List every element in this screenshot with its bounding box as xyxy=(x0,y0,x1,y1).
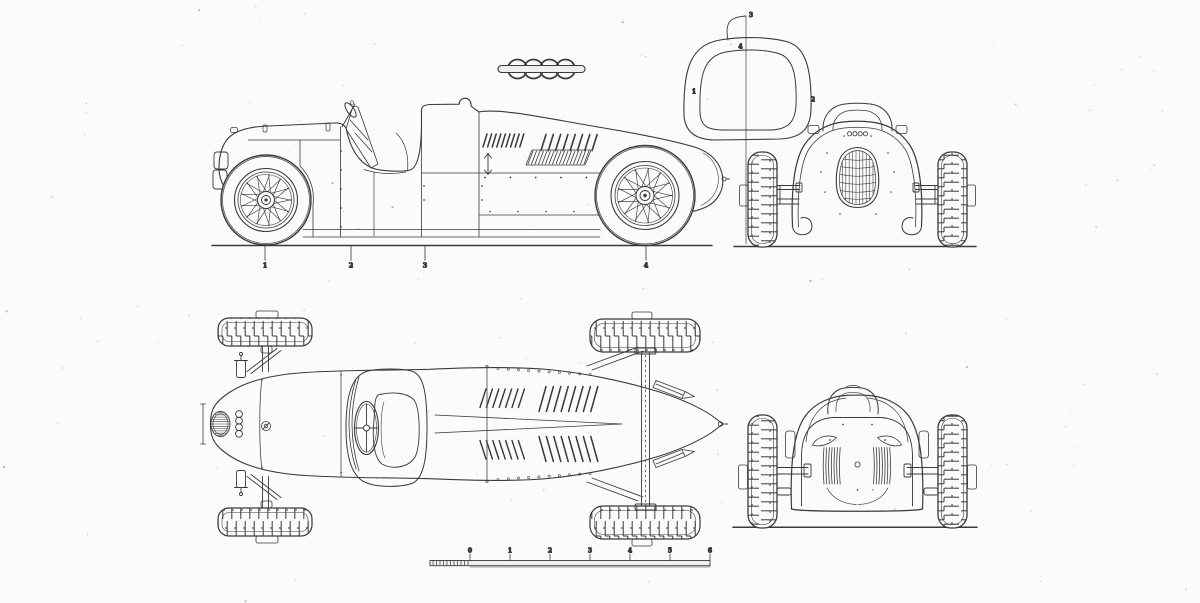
side-ref-label-4: 4 xyxy=(644,262,649,270)
top-view-rivets xyxy=(261,365,592,483)
top-cockpit xyxy=(345,368,428,487)
cross-section-step-curve xyxy=(726,15,747,41)
top-fuel-cap xyxy=(261,421,271,431)
front-rivet-dots xyxy=(820,135,895,215)
scale-label-4: 4 xyxy=(628,548,632,555)
rear-left-tire xyxy=(738,414,778,529)
side-ref-label-1: 1 xyxy=(263,262,268,270)
front-body xyxy=(791,102,923,236)
scale-label-1: 1 xyxy=(508,548,512,555)
top-view-body xyxy=(200,366,728,482)
side-ref-label-2: 2 xyxy=(349,262,354,270)
scale-label-6: 6 xyxy=(708,548,712,555)
rear-view-drawing xyxy=(732,385,978,529)
rear-vent-louvres xyxy=(822,447,891,485)
side-hatch-panel xyxy=(527,150,590,165)
top-view-axles xyxy=(234,345,657,511)
side-louvers xyxy=(482,133,598,152)
side-body xyxy=(212,97,730,238)
scale-subdivision-hatch xyxy=(432,560,469,567)
cross-section-inner-outline xyxy=(699,49,797,131)
front-grille xyxy=(835,146,880,209)
top-four-rings-badge xyxy=(235,410,243,438)
front-four-rings-badge xyxy=(847,131,869,137)
side-rivets xyxy=(340,150,638,228)
top-view-drawing xyxy=(200,310,728,547)
front-right-tire xyxy=(937,151,976,248)
front-suspension xyxy=(776,182,939,205)
cross-section-label-1: 1 xyxy=(692,89,696,96)
scale-label-2: 2 xyxy=(548,548,552,555)
rear-rivet-dots xyxy=(829,423,886,491)
cross-section-label-2: 2 xyxy=(811,97,815,104)
front-view-drawing xyxy=(733,102,977,248)
cross-section-label-3: 3 xyxy=(749,12,753,19)
side-reference-ticks xyxy=(264,245,647,261)
cross-section-label-4: 4 xyxy=(738,44,742,51)
top-view-wheels xyxy=(217,310,701,547)
front-left-tire xyxy=(739,151,778,248)
top-view-louvers xyxy=(479,385,599,463)
side-view-drawing: 1 2 3 4 xyxy=(211,97,730,270)
scale-bar-body xyxy=(429,560,711,567)
scale-major-ticks xyxy=(469,553,711,561)
rear-body xyxy=(785,385,929,512)
cross-section-outer-outline xyxy=(683,37,812,141)
side-ref-label-3: 3 xyxy=(423,262,428,270)
auto-union-four-rings-logo xyxy=(497,58,586,80)
scale-label-5: 5 xyxy=(668,548,672,555)
body-cross-section-diagram: 1 2 3 4 xyxy=(683,12,816,245)
rear-right-tire xyxy=(937,414,977,529)
side-front-wheel xyxy=(220,154,312,246)
top-view-nose-grille xyxy=(210,411,231,437)
side-rear-wheel xyxy=(594,144,696,247)
scale-bar: 0 1 2 3 4 5 6 xyxy=(429,547,713,568)
scale-label-3: 3 xyxy=(588,548,592,555)
scale-label-0: 0 xyxy=(468,548,472,555)
